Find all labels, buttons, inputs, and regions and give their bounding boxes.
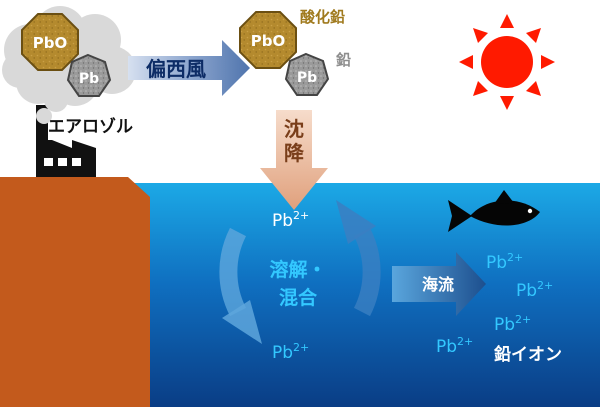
mixing-label-line2: 混合 — [279, 286, 318, 309]
aerosol-pbo-text: PbO — [33, 34, 67, 52]
aerosol-pbo-particle: PbO — [21, 13, 79, 71]
ocean-current-arrow: 海流 — [392, 252, 486, 316]
airborne-pb-particle: Pb — [284, 52, 330, 96]
wind-label: 偏西風 — [146, 57, 206, 81]
westerly-wind-arrow: 偏西風 — [128, 40, 250, 96]
current-label: 海流 — [422, 275, 454, 294]
mixing-label-line1: 溶解・ — [269, 258, 326, 281]
deposition-label-char-1: 沈 — [284, 117, 304, 141]
lead-label: 鉛 — [336, 51, 351, 69]
airborne-pbo-particle: PbO — [239, 11, 297, 69]
deposition-label-char-2: 降 — [284, 141, 305, 165]
airborne-pbo-text: PbO — [251, 32, 285, 50]
ion-bottom: Pb2+ — [272, 341, 309, 363]
sun-icon — [459, 14, 555, 110]
lead-oxide-label: 酸化鉛 — [300, 8, 345, 26]
cliff — [0, 177, 150, 407]
aerosol-pb-text: Pb — [79, 71, 99, 87]
ion-current-3: Pb2+ — [494, 313, 531, 335]
deposition-arrow: 沈 降 — [260, 110, 328, 210]
ion-current-2: Pb2+ — [516, 279, 553, 301]
aerosol-pb-particle: Pb — [66, 53, 112, 97]
ion-current-4: Pb2+ — [436, 335, 473, 357]
mixing-cycle-arrows — [219, 200, 381, 344]
fish-icon — [448, 190, 540, 232]
ion-current-1: Pb2+ — [486, 251, 523, 273]
airborne-pb-text: Pb — [297, 70, 317, 86]
ion-top: Pb2+ — [272, 209, 309, 231]
lead-ion-label: 鉛イオン — [494, 344, 562, 365]
aerosol-label: エアロゾル — [48, 117, 133, 137]
factory-icon — [36, 105, 96, 177]
